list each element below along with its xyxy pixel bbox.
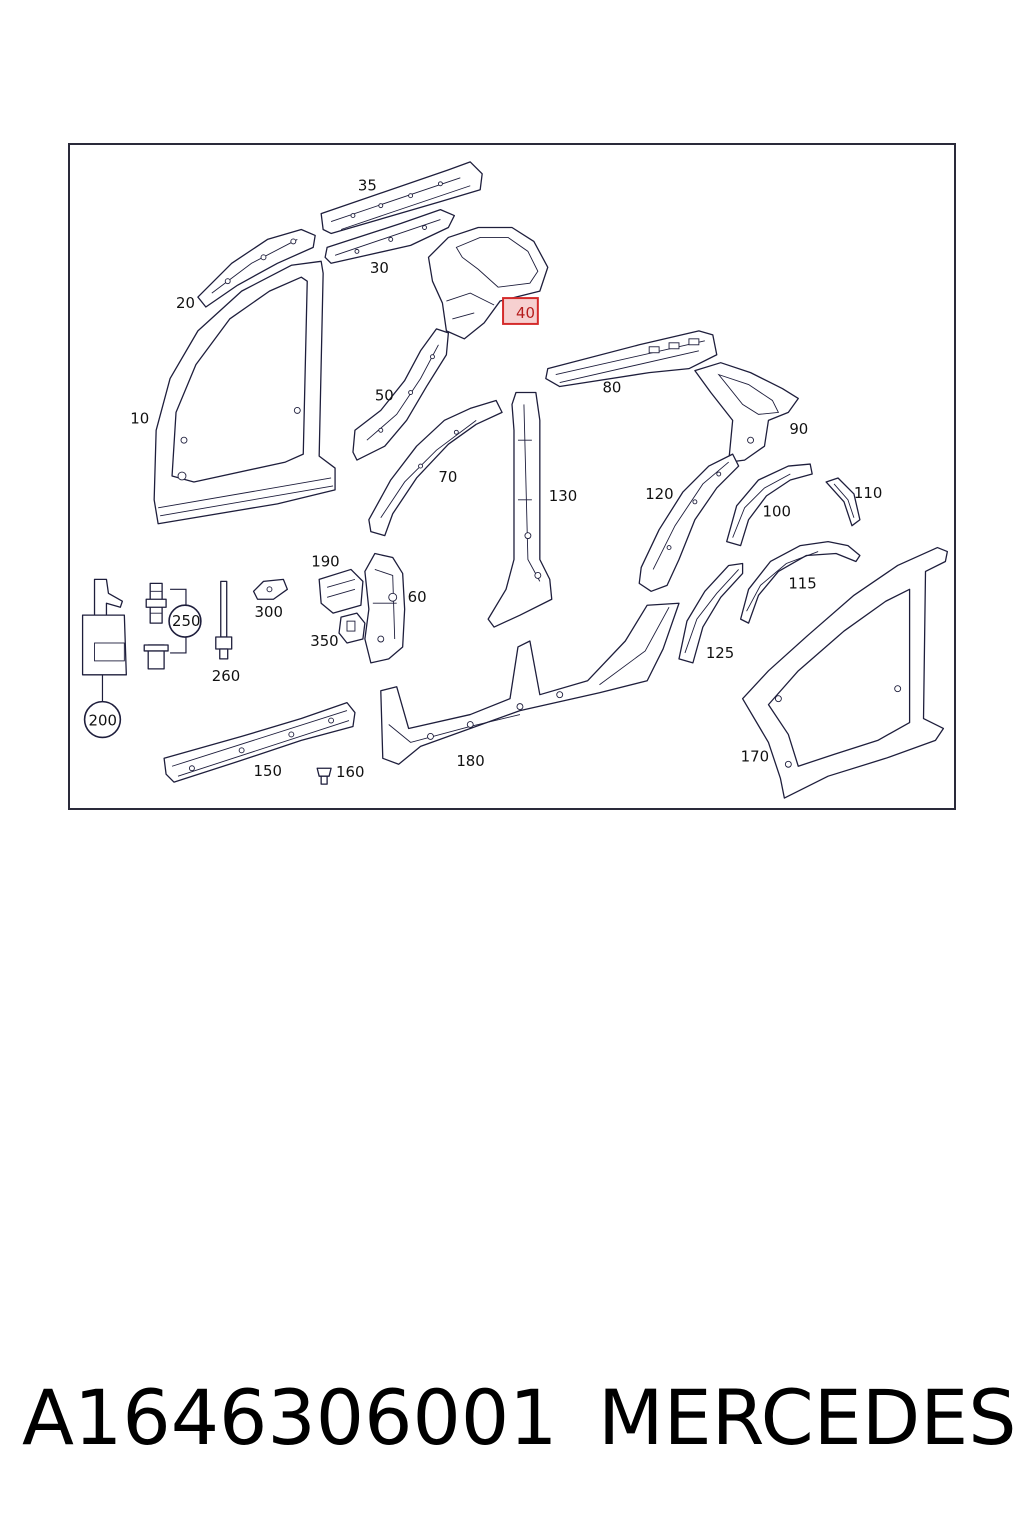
callout-115: 115: [788, 574, 816, 592]
parts-diagram-frame: 35 30 20 40 80 50 10 90 70 130 120 110 1…: [68, 143, 956, 810]
callout-90: 90: [789, 420, 808, 438]
callout-180: 180: [456, 752, 484, 770]
part-180-sill: [380, 602, 680, 765]
part-90-rear-quarter: [694, 362, 799, 463]
callout-350: 350: [310, 632, 338, 650]
part-115-wheel-arch-outer: [739, 540, 861, 624]
part-100-wheel-arch: [726, 463, 813, 547]
part-40-wheel-house: [427, 226, 549, 340]
part-250-studs: [143, 582, 187, 670]
callout-250: 250: [172, 612, 200, 630]
callout-160: 160: [336, 763, 364, 781]
callout-110: 110: [854, 484, 882, 502]
part-200-adhesive-bottle: [81, 578, 127, 705]
brand-name: MERCEDES: [598, 1373, 1017, 1462]
part-160-bolt: [316, 767, 332, 785]
callout-200: 200: [89, 711, 117, 729]
part-190-bracket: [318, 568, 364, 614]
part-70-pillar-lower: [368, 399, 503, 537]
callout-60: 60: [408, 588, 427, 606]
callout-260: 260: [212, 667, 240, 685]
part-80-roof-side-outer: [545, 330, 718, 388]
part-150-frame-rail: [163, 701, 356, 783]
callout-130: 130: [549, 487, 577, 505]
callout-50: 50: [375, 386, 394, 404]
callout-150: 150: [254, 762, 282, 780]
footer: A1646306001 MERCEDES: [22, 1368, 1016, 1468]
callout-40-highlight[interactable]: 40: [502, 297, 539, 325]
callout-35: 35: [358, 177, 377, 195]
callout-40: 40: [516, 304, 535, 322]
parts-diagram: 35 30 20 40 80 50 10 90 70 130 120 110 1…: [81, 161, 949, 799]
callout-80: 80: [602, 379, 621, 397]
part-60-pillar-reinforcement: [364, 552, 406, 664]
callout-125: 125: [706, 644, 734, 662]
part-300-plate: [252, 578, 289, 600]
part-35-roof-rail: [320, 161, 483, 235]
callout-100: 100: [762, 503, 790, 521]
part-120-pillar-inner: [638, 453, 740, 592]
callout-120: 120: [645, 485, 673, 503]
callout-30: 30: [370, 259, 389, 277]
part-number: A1646306001: [22, 1373, 558, 1462]
callout-20: 20: [176, 294, 195, 312]
part-170-rear-side-frame: [741, 546, 949, 799]
callout-70: 70: [438, 468, 457, 486]
part-20-a-pillar-reinforcement: [197, 228, 316, 308]
part-260-rivet: [215, 580, 233, 660]
part-130-b-pillar: [487, 391, 553, 628]
callout-170: 170: [741, 747, 769, 765]
part-50-pillar-inner: [352, 328, 450, 461]
part-350-clip: [338, 612, 366, 644]
callout-300: 300: [255, 603, 283, 621]
callout-190: 190: [311, 552, 339, 570]
callout-10: 10: [130, 409, 149, 427]
part-125-strip: [678, 562, 744, 664]
callout-200-circle: [83, 700, 122, 739]
part-30-inner-rail: [324, 208, 455, 264]
callout-250-circle: [168, 604, 202, 638]
part-10-front-side-frame: [153, 260, 336, 525]
part-110-bracket: [825, 477, 861, 527]
